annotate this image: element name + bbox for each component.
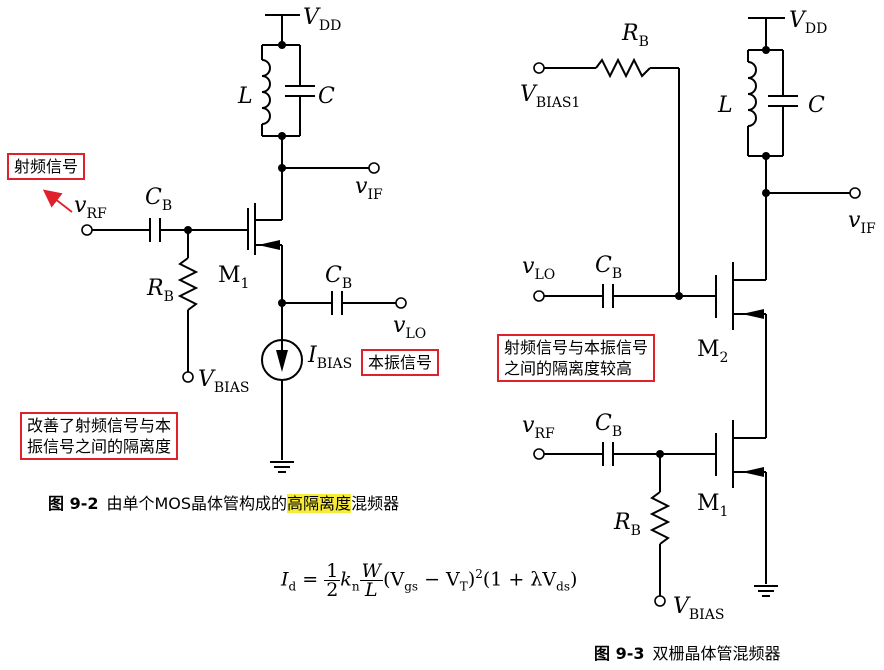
fig1-vrf-label: vRF xyxy=(74,193,107,222)
highlight-text: 高隔离度 xyxy=(287,494,352,513)
fig2-cb2-label: CB xyxy=(595,411,622,440)
fig2-vbias1-label: VBIAS1 xyxy=(520,82,580,111)
fig1-capacitor-label: C xyxy=(318,84,335,109)
fig1-vif-label: vIF xyxy=(355,174,383,203)
fig1-vlo-label: vLO xyxy=(393,313,426,342)
rf-signal-note: 射频信号 xyxy=(7,153,86,180)
fig1-inductor-label: L xyxy=(237,84,253,109)
fig1-cb1-label: CB xyxy=(145,185,172,214)
fig1-rb-label: RB xyxy=(146,276,174,305)
isolation-note: 改善了射频信号与本 振信号之间的隔离度 xyxy=(20,412,179,460)
fig1-vbias-label: VBIAS xyxy=(198,367,249,396)
fig2-circuit xyxy=(544,17,850,597)
resistor-icon xyxy=(177,257,199,311)
inductor-icon xyxy=(261,59,271,125)
fig1-ibias-label: IBIAS xyxy=(307,343,352,372)
fig2-inductor-label: L xyxy=(717,93,733,118)
fig2-capacitor-label: C xyxy=(808,93,825,118)
fig2-cb1-label: CB xyxy=(595,253,622,282)
resistor-icon xyxy=(649,491,671,545)
fig1-vdd-label: VDD xyxy=(303,5,341,34)
fig2-isolation-note: 射频信号与本振信号 之间的隔离度较高 xyxy=(497,334,656,382)
fig2-m2-label: M2 xyxy=(697,337,728,366)
fig2-m1-label: M1 xyxy=(697,491,728,520)
fig2-vdd-label: VDD xyxy=(789,8,827,37)
fig2-rb1-label: RB xyxy=(621,21,649,50)
fig1-cb2-label: CB xyxy=(325,263,352,292)
resistor-icon xyxy=(595,57,651,79)
fig1-m1-label: M1 xyxy=(218,263,249,292)
fig2-vif-label: vIF xyxy=(848,208,876,237)
inductor-icon xyxy=(747,61,757,127)
fig2-vlo-label: vLO xyxy=(522,254,555,283)
fig2-rb2-label: RB xyxy=(613,510,641,539)
fig2-vbias-label: VBIAS xyxy=(673,594,724,623)
lo-signal-note: 本振信号 xyxy=(361,349,440,376)
fig2-vrf-label: vRF xyxy=(522,413,555,442)
